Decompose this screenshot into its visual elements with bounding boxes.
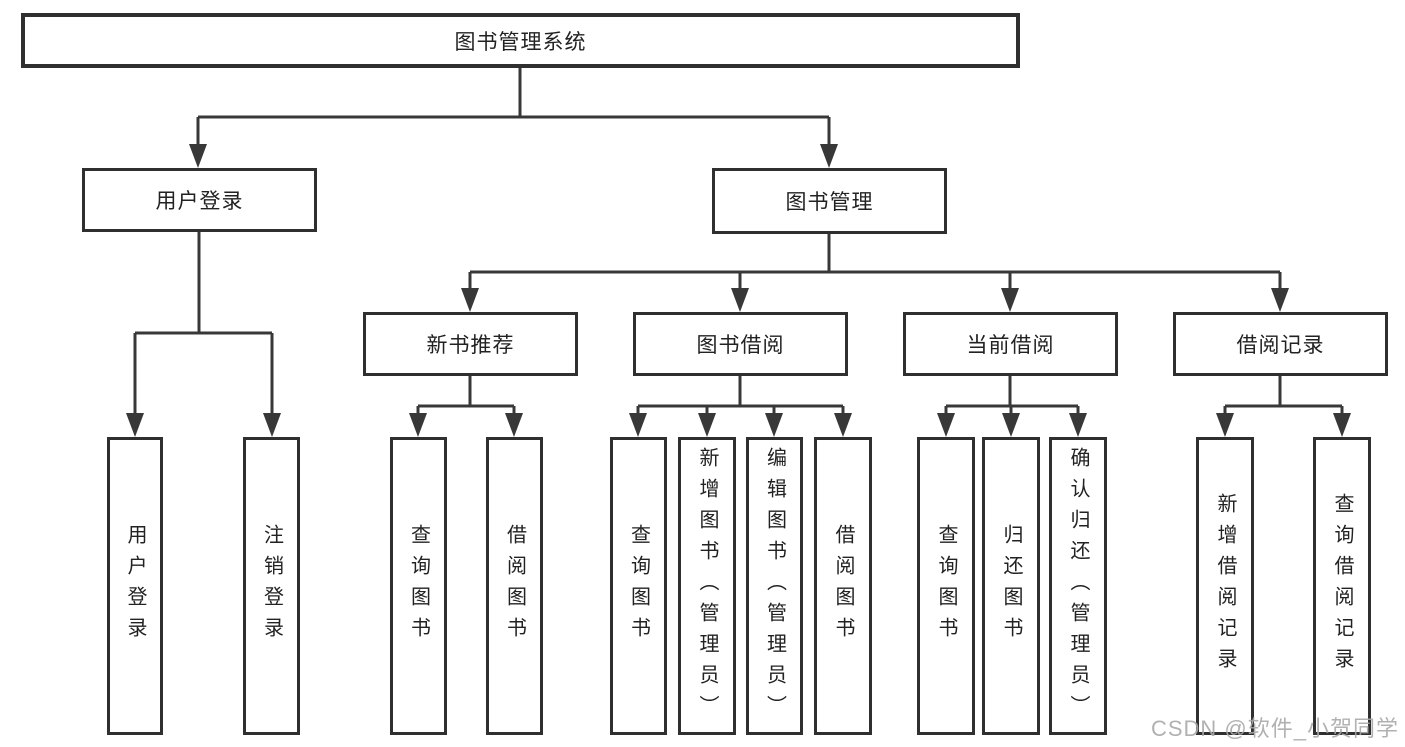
leaf-add-books-admin: 新增图书（管理员） [678,437,736,735]
leaf-borrow-books: 借阅图书 [814,437,872,735]
leaf-edit-books-admin: 编辑图书（管理员） [746,437,803,735]
leaf-logout-login: 注销登录 [243,437,300,735]
node-user-login: 用户登录 [82,168,317,232]
node-new-book-recommend: 新书推荐 [363,312,578,376]
node-label: 当前借阅 [966,334,1055,357]
node-label: 新书推荐 [426,334,515,357]
node-current-borrow: 当前借阅 [903,312,1118,376]
node-label: 确认归还（管理员） [1067,446,1089,726]
leaf-borrow-books-recommend: 借阅图书 [486,437,543,735]
node-label: 编辑图书（管理员） [763,446,786,726]
node-book-borrow: 图书借阅 [633,312,848,376]
leaf-return-books: 归还图书 [982,437,1040,735]
node-borrow-records: 借阅记录 [1173,312,1388,376]
node-book-management: 图书管理 [712,168,947,234]
node-label: 图书借阅 [696,334,785,357]
leaf-query-borrow-record: 查询借阅记录 [1313,437,1371,735]
node-label: 借阅图书 [503,524,526,648]
node-label: 归还图书 [1000,524,1022,648]
node-label: 用户登录 [124,524,146,648]
leaf-confirm-return-admin: 确认归还（管理员） [1049,437,1107,735]
node-label: 注销登录 [260,524,283,648]
node-label: 借阅记录 [1236,334,1325,357]
node-label: 新增借阅记录 [1214,493,1236,679]
node-label: 用户登录 [155,190,244,213]
leaf-user-login: 用户登录 [107,437,163,735]
node-label: 新增图书（管理员） [696,446,718,726]
node-label: 查询图书 [935,524,957,648]
node-label: 图书管理 [785,191,874,214]
leaf-query-books-borrow: 查询图书 [610,437,667,735]
leaf-add-borrow-record: 新增借阅记录 [1196,437,1254,735]
node-label: 查询图书 [627,524,650,648]
arrowheads [126,144,1351,437]
node-label: 借阅图书 [832,524,854,648]
node-label: 查询图书 [407,524,430,648]
node-label: 查询借阅记录 [1331,493,1353,679]
node-label: 图书管理系统 [454,30,587,54]
node-library-management-system: 图书管理系统 [21,13,1020,68]
leaf-query-books-current: 查询图书 [917,437,975,735]
csdn-watermark: CSDN @软件_小贺同学 [1150,716,1399,741]
leaf-query-books-recommend: 查询图书 [390,437,447,735]
